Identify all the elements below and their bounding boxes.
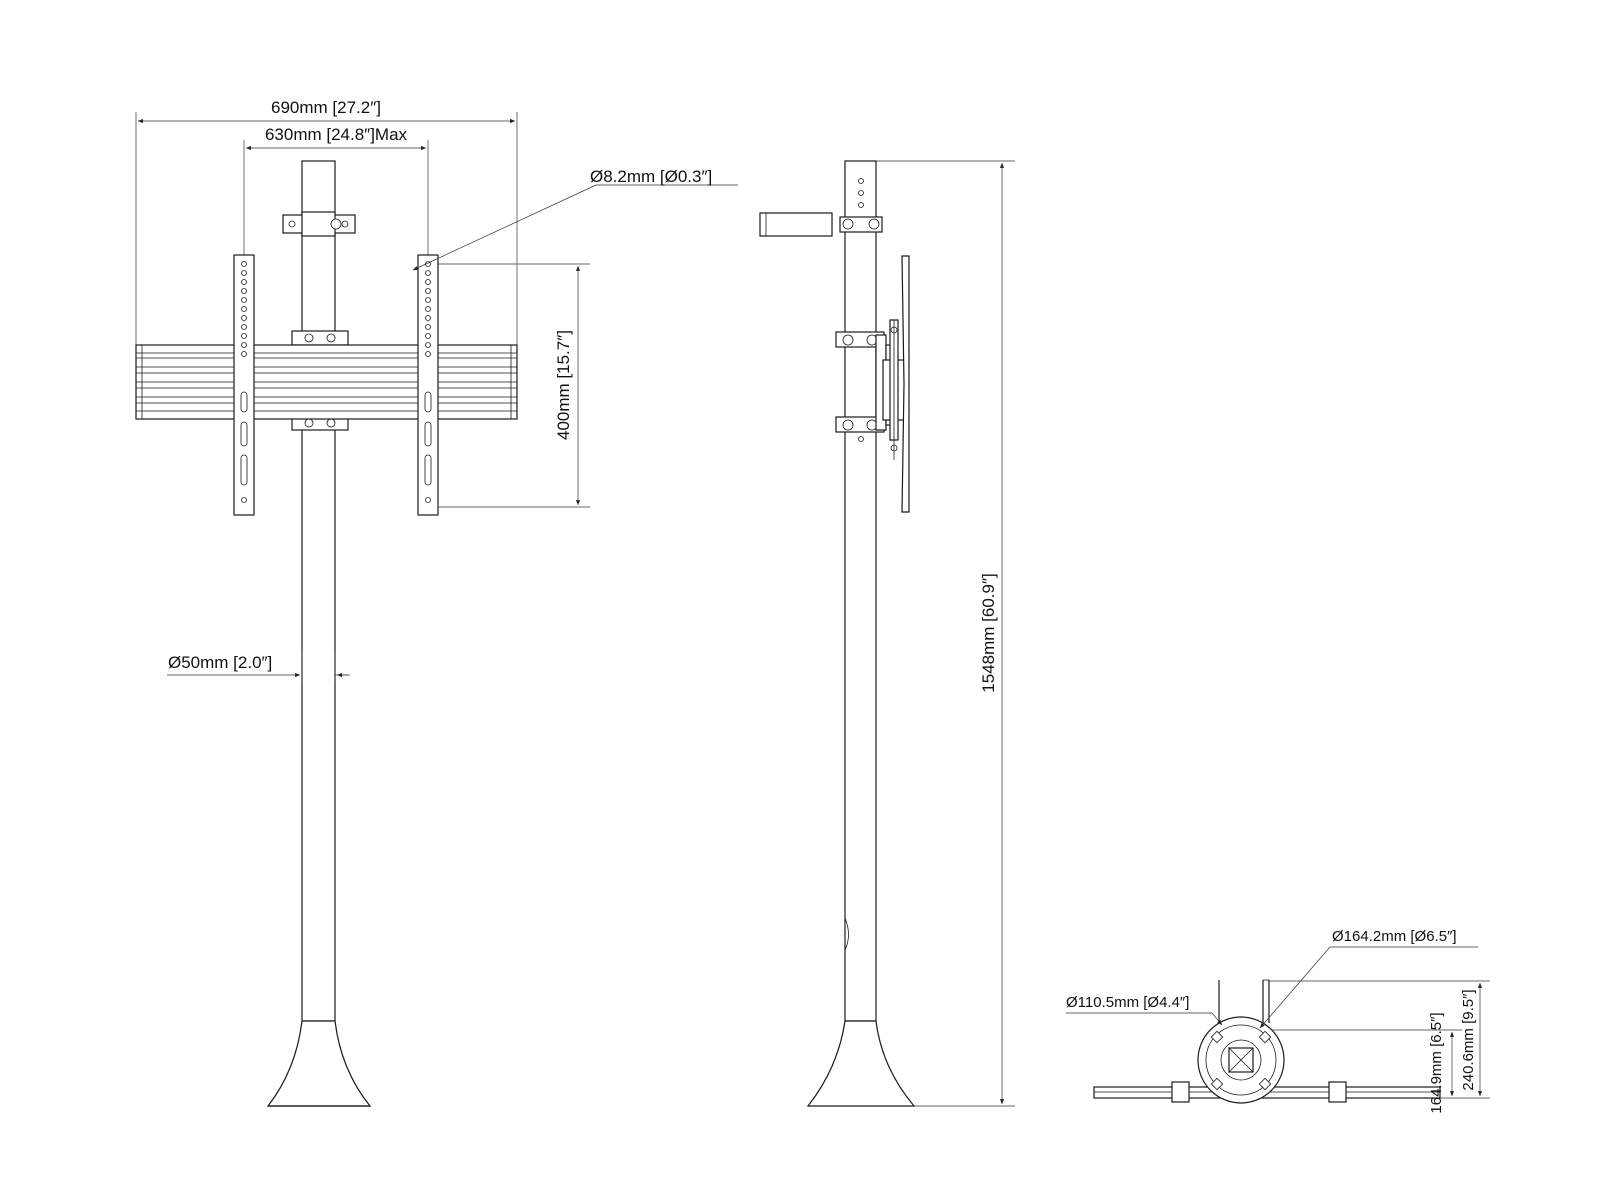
side-base xyxy=(806,1020,916,1107)
pole-diameter-label: Ø50mm [2.0″] xyxy=(168,653,272,672)
front-top-clamp xyxy=(282,211,356,237)
front-view xyxy=(135,160,518,1107)
side-top-arm xyxy=(759,212,883,237)
base-top-view xyxy=(1093,979,1441,1104)
front-right-bracket xyxy=(417,254,439,516)
base-inner-diameter-label: Ø110.5mm [Ø4.4″] xyxy=(1066,994,1189,1011)
overall-width-label: 690mm [27.2″] xyxy=(271,98,381,117)
front-crossbar xyxy=(135,344,518,420)
side-clamp-upper xyxy=(835,331,885,348)
base-depth-inner-label: 164.9mm [6.5″] xyxy=(1428,1012,1445,1113)
front-mid-clamp-top xyxy=(291,330,349,346)
front-dimensions xyxy=(135,112,738,682)
base-depth-outer-label: 240.6mm [9.5″] xyxy=(1460,989,1477,1090)
vertical-spacing-label: 400mm [15.7″] xyxy=(554,330,573,440)
base-dimensions xyxy=(1066,946,1490,1099)
bolt-diameter-label: Ø8.2mm [Ø0.3″] xyxy=(590,167,712,186)
front-left-bracket xyxy=(233,254,255,516)
side-mount-adaptor xyxy=(875,319,906,460)
front-base xyxy=(266,1020,372,1107)
side-view xyxy=(759,160,916,1107)
base-outer-diameter-label: Ø164.2mm [Ø6.5″] xyxy=(1332,928,1457,945)
overall-height-label: 1548mm [60.9″] xyxy=(979,573,998,692)
side-display-plate xyxy=(901,255,910,513)
front-pole xyxy=(301,160,336,1022)
max-width-label: 630mm [24.8″]Max xyxy=(265,125,408,144)
height-dimension xyxy=(876,160,1015,1107)
side-pole xyxy=(844,160,877,1022)
